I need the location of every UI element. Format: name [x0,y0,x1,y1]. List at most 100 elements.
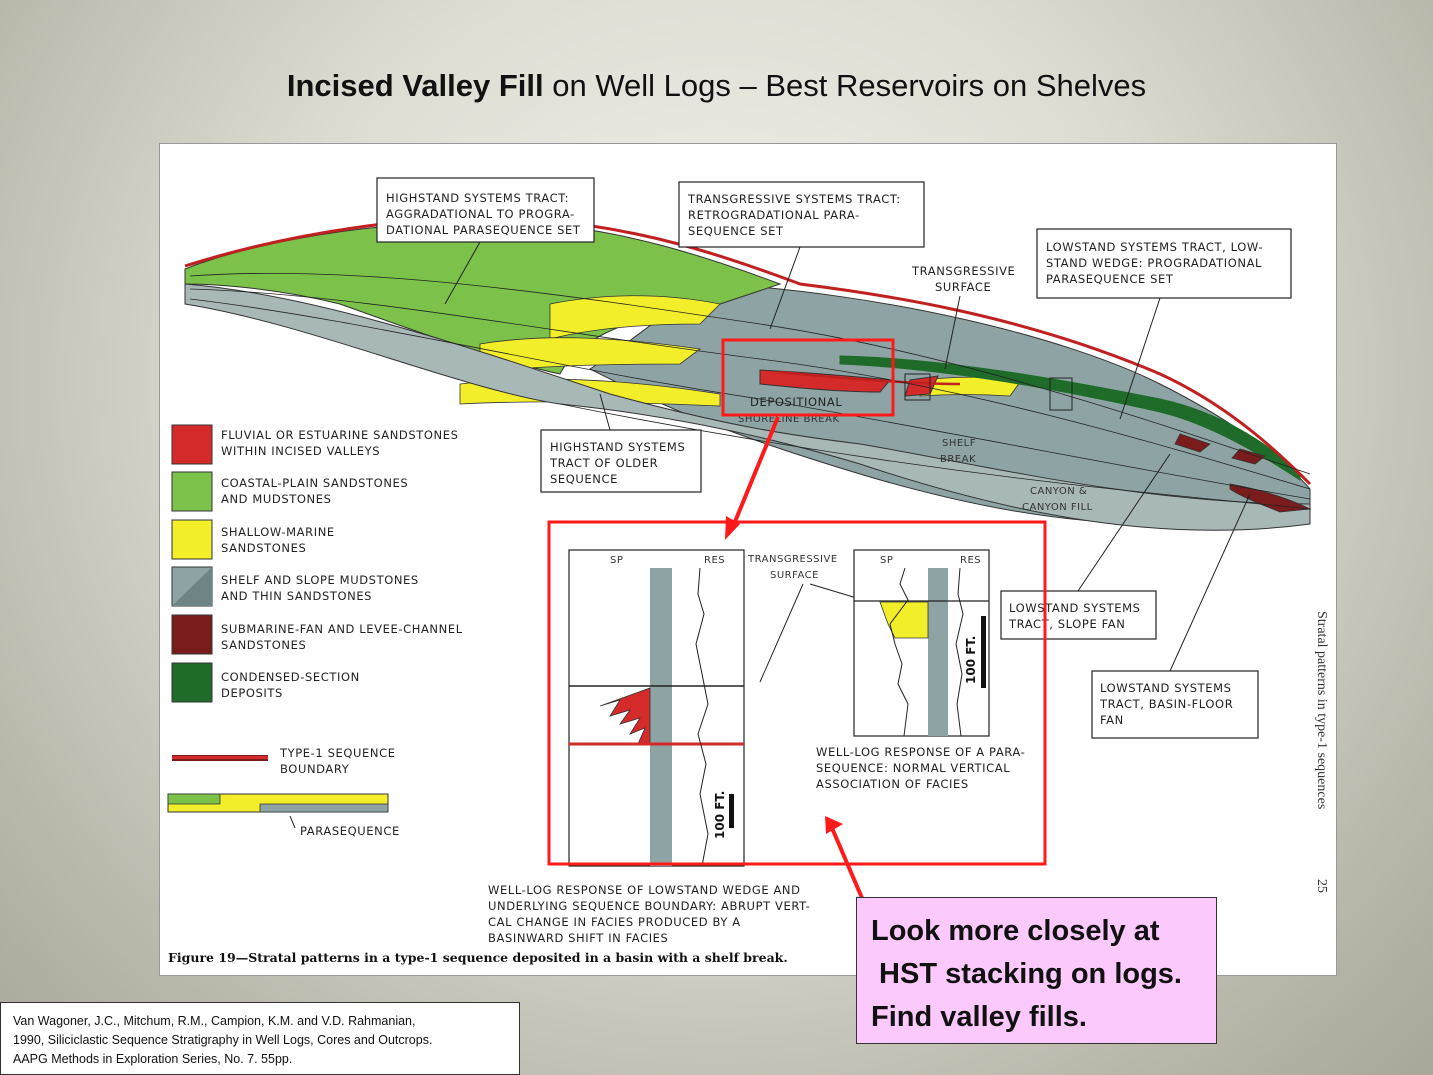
log-left-res-label: RES [704,555,725,566]
legend-swatch-condensed [171,662,213,703]
slope-fan-lens-1 [1174,433,1211,453]
shallow-marine-band-1 [549,295,721,340]
log-ts-line1: TRANSGRESSIVE [747,554,838,565]
label-lst-wedge-line2: STAND WEDGE: PROGRADATIONAL [1046,256,1262,270]
legend-item-boundary: TYPE-1 SEQUENCE BOUNDARY [172,746,396,776]
highlight-box-valley [721,338,895,417]
callout-line-1: Look more closely at [871,915,1160,947]
highlight-box-logs [547,520,1047,866]
legend-submarine-line2: SANDSTONES [221,638,306,652]
leader-tst [769,246,801,330]
parasequence-swatch-gray [259,803,389,813]
slide-title: Incised Valley Fill on Well Logs – Best … [0,68,1433,104]
legend-submarine-line1: SUBMARINE-FAN AND LEVEE-CHANNEL [221,622,463,636]
label-shelf-break-line2: BREAK [940,454,976,465]
legend-swatch-submarine-fan [171,614,213,655]
figure-panel: HIGHSTAND SYSTEMS TRACT: AGGRADATIONAL T… [159,143,1337,976]
label-slope-fan-line2: TRACT, SLOPE FAN [1008,617,1125,631]
log-left-res-curve [695,567,709,867]
legend-boundary-line-core [172,756,268,759]
log-right-mud-column [928,568,948,736]
condensed-section [839,355,1301,481]
log-left-caption-line4: BASINWARD SHIFT IN FACIES [488,931,668,945]
log-left-caption-line2: UNDERLYING SEQUENCE BOUNDARY: ABRUPT VER… [488,899,810,913]
label-lst-wedge-line3: PARASEQUENCE SET [1046,272,1174,286]
legend-coastal-line1: COASTAL-PLAIN SANDSTONES [221,476,408,490]
legend-shallow-line1: SHALLOW-MARINE [221,525,335,539]
legend-swatch-coastal [171,471,213,512]
legend-fluvial-line2: WITHIN INCISED VALLEYS [221,444,380,458]
side-page-number: 25 [1314,879,1329,893]
legend-item-shelf-slope: SHELF AND SLOPE MUDSTONES AND THIN SANDS… [171,566,419,607]
citation-box: Van Wagoner, J.C., Mitchum, R.M., Campio… [0,1002,520,1075]
label-hst-older-line2: TRACT OF OLDER [549,456,658,470]
log-left-scale-bar [729,794,734,828]
legend-item-parasequence: PARASEQUENCE [167,793,399,838]
label-tst-line2: RETROGRADATIONAL PARA- [688,208,860,222]
label-hst-line3: DATIONAL PARASEQUENCE SET [386,223,581,237]
log-right-sandstone-fill [879,601,929,639]
detail-box-marker-2 [1049,377,1073,411]
legend-boundary-line1: TYPE-1 SEQUENCE [279,746,396,760]
title-rest: on Well Logs – Best Reservoirs on Shelve… [543,68,1147,103]
legend-item-fluvial: FLUVIAL OR ESTUARINE SANDSTONES WITHIN I… [171,424,459,465]
label-basin-floor-fan-line3: FAN [1100,713,1124,727]
log-left-mud-column [650,568,672,866]
label-canyon-line2: CANYON FILL [1022,502,1093,513]
label-basin-floor-fan-line1: LOWSTAND SYSTEMS [1100,681,1232,695]
log-left-caption-line1: WELL-LOG RESPONSE OF LOWSTAND WEDGE AND [488,883,801,897]
log-right-caption-line3: ASSOCIATION OF FACIES [816,777,969,791]
leader-ts-top [944,295,961,370]
label-lst-wedge-line1: LOWSTAND SYSTEMS TRACT, LOW- [1046,240,1263,254]
cross-section-diagram: HIGHSTAND SYSTEMS TRACT: AGGRADATIONAL T… [167,177,1329,965]
citation-line-1: Van Wagoner, J.C., Mitchum, R.M., Campio… [13,1014,416,1028]
figure-caption: Figure 19—Stratal patterns in a type-1 s… [168,950,788,965]
log-right-caption-line2: SEQUENCE: NORMAL VERTICAL [816,761,1010,775]
label-hst-older-line3: SEQUENCE [550,472,618,486]
label-slope-fan: LOWSTAND SYSTEMS TRACT, SLOPE FAN [1000,590,1157,640]
legend-condensed-line2: DEPOSITS [221,686,283,700]
label-basin-floor-fan-line2: TRACT, BASIN-FLOOR [1099,697,1233,711]
label-depositional-line1: DEPOSITIONAL [750,395,842,409]
legend-fluvial-line1: FLUVIAL OR ESTUARINE SANDSTONES [221,428,459,442]
callout-line-3: Find valley fills. [871,1001,1087,1033]
bedding-line [559,403,1311,510]
highlight-arrow-up-head [825,816,843,834]
legend-shallow-line2: SANDSTONES [221,541,306,555]
legend-boundary-line2: BOUNDARY [280,762,350,776]
legend-swatch-shallow-marine [171,519,213,560]
label-tst-line1: TRANSGRESSIVE SYSTEMS TRACT: [687,192,901,206]
log-right-sp-label: SP [880,555,893,566]
log-right-scale-label: 100 FT. [964,636,978,684]
bedding-line [189,298,1311,500]
legend-item-submarine-fan: SUBMARINE-FAN AND LEVEE-CHANNEL SANDSTON… [171,614,463,655]
label-shelf-break-line1: SHELF [942,438,976,449]
legend: FLUVIAL OR ESTUARINE SANDSTONES WITHIN I… [167,424,463,838]
well-log-left: SP RES 100 FT. [568,549,745,867]
leader-hst [444,241,481,305]
leader-lst-wedge [1119,297,1161,420]
callout-note: Look more closely at HST stacking on log… [856,897,1217,1044]
label-canyon-line1: CANYON & [1030,486,1087,497]
label-ts-top-line2: SURFACE [935,280,991,294]
citation-line-2: 1990, Siliciclastic Sequence Stratigraph… [13,1033,433,1047]
log-left-scale-label: 100 FT. [713,791,727,839]
label-hst-older-line1: HIGHSTAND SYSTEMS [550,440,685,454]
legend-item-condensed: CONDENSED-SECTION DEPOSITS [171,662,359,703]
label-tst-line3: SEQUENCE SET [688,224,784,238]
strata-cross-section [184,216,1312,531]
title-bold: Incised Valley Fill [286,68,544,103]
legend-item-coastal: COASTAL-PLAIN SANDSTONES AND MUDSTONES [171,471,408,512]
lower-shelf-body [184,283,1311,531]
log-right-res-label: RES [960,555,981,566]
label-slope-fan-line1: LOWSTAND SYSTEMS [1009,601,1141,615]
log-right-sp-curve [889,567,909,737]
highlight-arrow-up [830,827,864,899]
log-left-sandstone-fill [599,687,651,745]
highlight-arrow-down [730,416,780,530]
slope-fan-lens-2 [1231,448,1266,465]
legend-coastal-line2: AND MUDSTONES [221,492,332,506]
well-log-right: SP RES 100 FT. [853,549,990,737]
label-hst-line2: AGGRADATIONAL TO PROGRA- [386,207,575,221]
legend-shelf-line1: SHELF AND SLOPE MUDSTONES [221,573,419,587]
